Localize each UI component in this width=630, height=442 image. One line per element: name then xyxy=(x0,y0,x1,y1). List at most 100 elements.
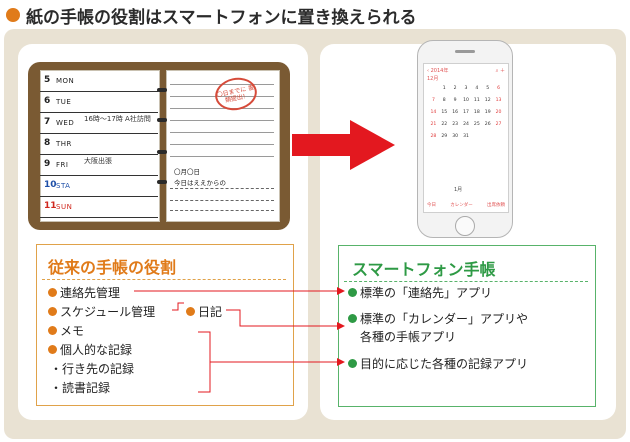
calendar-day[interactable]: 3 xyxy=(464,86,468,91)
note-line xyxy=(170,84,274,85)
toolbar-calendars: カレンダー xyxy=(450,203,473,208)
smartphone-roles-title: スマートフォン手帳 xyxy=(352,260,496,279)
calendar-day[interactable]: 21 xyxy=(430,122,437,127)
role-diary: 日記 xyxy=(186,303,222,320)
figure-title: 紙の手帳の役割はスマートフォンに置き換えられる xyxy=(6,4,417,28)
calendar-day[interactable]: 2 xyxy=(453,86,457,91)
note-dotted-line xyxy=(170,210,274,211)
note-line xyxy=(170,132,274,133)
calendar-day[interactable]: 19 xyxy=(484,110,491,115)
day-number: 10 xyxy=(44,180,57,190)
calendar-day[interactable]: 29 xyxy=(441,134,448,139)
day-weekday: STA xyxy=(56,182,71,190)
app-calendar: 標準の「カレンダー」アプリや xyxy=(348,310,528,327)
calendar-day[interactable]: 20 xyxy=(495,110,502,115)
app-contacts: 標準の「連絡先」アプリ xyxy=(348,284,492,301)
connector-bracket xyxy=(198,331,211,393)
note-line xyxy=(170,144,274,145)
day-weekday: THR xyxy=(56,140,72,148)
day-weekday: FRI xyxy=(56,161,69,169)
bullet-icon xyxy=(48,345,57,354)
app-calendar-label-2: 各種の手帳アプリ xyxy=(360,330,457,344)
note-line xyxy=(170,96,274,97)
role-destinations: ・行き先の記録 xyxy=(50,360,134,377)
note-dotted-line xyxy=(170,188,274,189)
home-button-icon xyxy=(455,216,475,236)
calendar-day[interactable]: 16 xyxy=(452,110,459,115)
calendar-day[interactable]: 22 xyxy=(441,122,448,127)
day-memo: 16時～17時 A社訪問 xyxy=(84,115,151,123)
role-schedule-label: スケジュール管理 xyxy=(60,305,156,319)
calendar-day[interactable]: 12 xyxy=(484,98,491,103)
calendar-day[interactable]: 8 xyxy=(442,98,446,103)
organizer-note-page xyxy=(166,70,280,222)
calendar-day[interactable]: 24 xyxy=(463,122,469,127)
connector-schedule-diary xyxy=(172,302,184,311)
calendar-day[interactable]: 30 xyxy=(452,134,459,139)
calendar-day[interactable]: 4 xyxy=(475,86,479,91)
day-number: 11 xyxy=(44,201,57,211)
app-contacts-label: 標準の「連絡先」アプリ xyxy=(360,286,493,300)
role-reading-label: ・読書記録 xyxy=(50,381,111,395)
calendar-day[interactable]: 7 xyxy=(431,98,435,103)
day-weekday: WED xyxy=(56,119,75,127)
calendar-day[interactable]: 17 xyxy=(463,110,469,115)
bullet-icon xyxy=(48,288,57,297)
bullet-icon xyxy=(348,359,357,368)
traditional-roles-box xyxy=(36,244,294,406)
day-weekday: MON xyxy=(56,77,75,85)
app-records: 目的に応じた各種の記録アプリ xyxy=(348,355,528,372)
calendar-day[interactable]: 1 xyxy=(442,86,446,91)
note-date: 〇月〇日 xyxy=(174,168,200,176)
calendar-day[interactable]: 28 xyxy=(430,134,437,139)
calendar-day[interactable]: 15 xyxy=(441,110,448,115)
app-calendar-line2: 各種の手帳アプリ xyxy=(360,328,456,345)
calendar-month-label: 12月 xyxy=(427,76,439,82)
calendar-day[interactable]: 9 xyxy=(453,98,457,103)
calendar-day[interactable]: 6 xyxy=(497,86,501,91)
role-personal: 個人的な記録 xyxy=(48,341,132,358)
connector-calendar xyxy=(226,309,345,330)
calendar-day[interactable]: 27 xyxy=(495,122,502,127)
app-records-label: 目的に応じた各種の記録アプリ xyxy=(360,357,529,371)
calendar-day[interactable]: 14 xyxy=(430,110,437,115)
calendar-back-label: ‹ 2014年 xyxy=(427,68,449,74)
calendar-day[interactable]: 31 xyxy=(463,134,469,139)
binder-ring-icon xyxy=(157,150,167,154)
smartphone-roles-box xyxy=(338,245,596,407)
bullet-icon xyxy=(186,307,195,316)
replacement-arrow-head-icon xyxy=(350,120,395,170)
calendar-day[interactable]: 25 xyxy=(473,122,480,127)
calendar-day[interactable]: 18 xyxy=(473,110,480,115)
day-number: 9 xyxy=(44,159,51,169)
calendar-day[interactable]: 10 xyxy=(463,98,469,103)
toolbar-today: 今日 xyxy=(427,203,436,208)
role-memo-label: メモ xyxy=(60,324,85,338)
note-line xyxy=(170,156,274,157)
calendar-day[interactable]: 5 xyxy=(486,86,490,91)
day-weekday: SUN xyxy=(56,203,73,211)
binder-ring-icon xyxy=(157,88,167,92)
calendar-day[interactable]: 11 xyxy=(473,98,480,103)
speaker-icon xyxy=(455,50,475,53)
binder-ring-icon xyxy=(157,180,167,184)
day-row: 5 MON xyxy=(40,70,158,92)
title-bullet-icon xyxy=(6,8,20,22)
divider xyxy=(344,281,588,282)
calendar-day[interactable]: 26 xyxy=(484,122,491,127)
day-number: 8 xyxy=(44,138,51,148)
note-dotted-line xyxy=(170,200,274,201)
calendar-day[interactable]: 13 xyxy=(495,98,502,103)
role-reading: ・読書記録 xyxy=(50,379,110,396)
day-number: 5 xyxy=(44,75,51,85)
title-text: 紙の手帳の役割はスマートフォンに置き換えられる xyxy=(26,7,417,28)
role-contacts: 連絡先管理 xyxy=(48,284,120,301)
calendar-toolbar: 今日 カレンダー 出席依頼 xyxy=(427,202,505,208)
calendar-day[interactable]: 23 xyxy=(452,122,459,127)
role-diary-label: 日記 xyxy=(198,305,223,319)
